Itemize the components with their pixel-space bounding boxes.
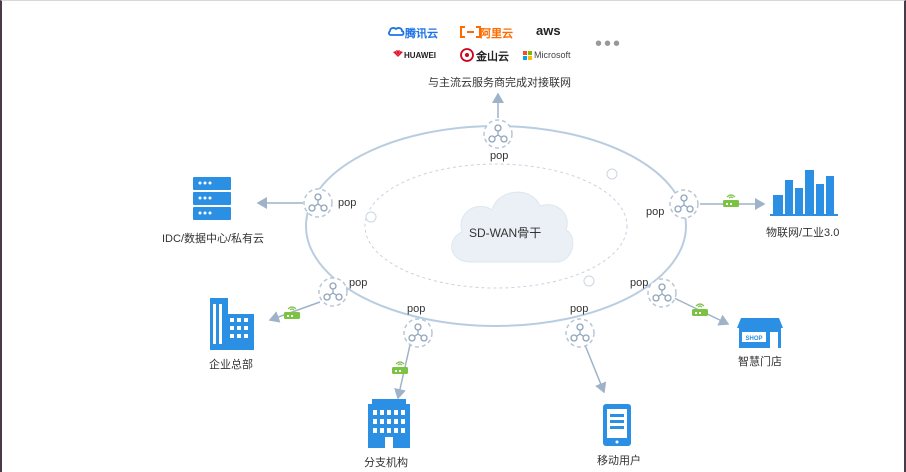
huawei-icon	[393, 50, 403, 57]
router-icon	[691, 303, 709, 317]
arrow-to-mobile	[584, 344, 607, 394]
shop-sign-text: SHOP	[745, 336, 762, 342]
microsoft-logo: Microsoft	[534, 50, 571, 60]
pop-label-top: pop	[490, 150, 509, 162]
backbone-cloud	[451, 191, 574, 263]
factory-icon	[770, 170, 838, 216]
aliyun-icon	[460, 26, 481, 38]
huawei-logo: HUAWEI	[404, 51, 436, 60]
pop-node-right	[669, 189, 699, 219]
microsoft-icon	[523, 51, 532, 60]
pop-label-bottom-left: pop	[407, 303, 426, 315]
pop-node-bottom-left	[403, 318, 433, 348]
store-label: 智慧门店	[738, 356, 782, 368]
iot-label: 物联网/工业3.0	[766, 227, 840, 239]
pop-node-lower-right	[647, 278, 677, 308]
aliyun-logo: 阿里云	[480, 28, 513, 40]
pop-label-bottom-right: pop	[570, 303, 589, 315]
kingsoft-cloud-logo: 金山云	[476, 51, 509, 63]
pop-label-lower-left: pop	[349, 277, 368, 289]
tencent-cloud-logo: 腾讯云	[405, 28, 438, 40]
pop-label-left: pop	[338, 197, 357, 209]
inner-ring	[364, 163, 628, 289]
mobile-phone-icon	[603, 404, 631, 446]
router-icon	[722, 194, 740, 208]
router-icon	[283, 306, 301, 320]
pop-node-lower-left	[318, 277, 348, 307]
inner-ring-dot	[583, 275, 595, 287]
shop-icon: SHOP	[737, 318, 783, 348]
inner-ring-dot	[365, 211, 377, 223]
backbone-label: SD-WAN骨干	[469, 226, 542, 240]
hq-label: 企业总部	[209, 359, 253, 371]
pop-node-top	[483, 119, 513, 149]
server-icon	[193, 177, 231, 220]
inner-ring-dot	[606, 168, 618, 180]
cloud-providers-caption: 与主流云服务商完成对接联网	[428, 77, 571, 89]
tencent-cloud-icon	[388, 27, 405, 36]
pop-node-bottom-right	[565, 318, 595, 348]
aws-logo: aws	[536, 23, 561, 38]
kingsoft-cloud-icon	[460, 48, 474, 62]
arrow-to-hq	[268, 301, 321, 323]
mobile-label: 移动用户	[597, 455, 641, 467]
pop-label-right: pop	[646, 206, 665, 218]
pop-label-lower-right: pop	[630, 277, 649, 289]
branch-building-icon	[368, 399, 410, 448]
branch-label: 分支机构	[364, 457, 408, 469]
more-providers-icon: •••	[595, 33, 623, 55]
pop-node-left	[303, 188, 333, 218]
hq-building-icon	[210, 298, 254, 350]
idc-label: IDC/数据中心/私有云	[162, 233, 265, 245]
